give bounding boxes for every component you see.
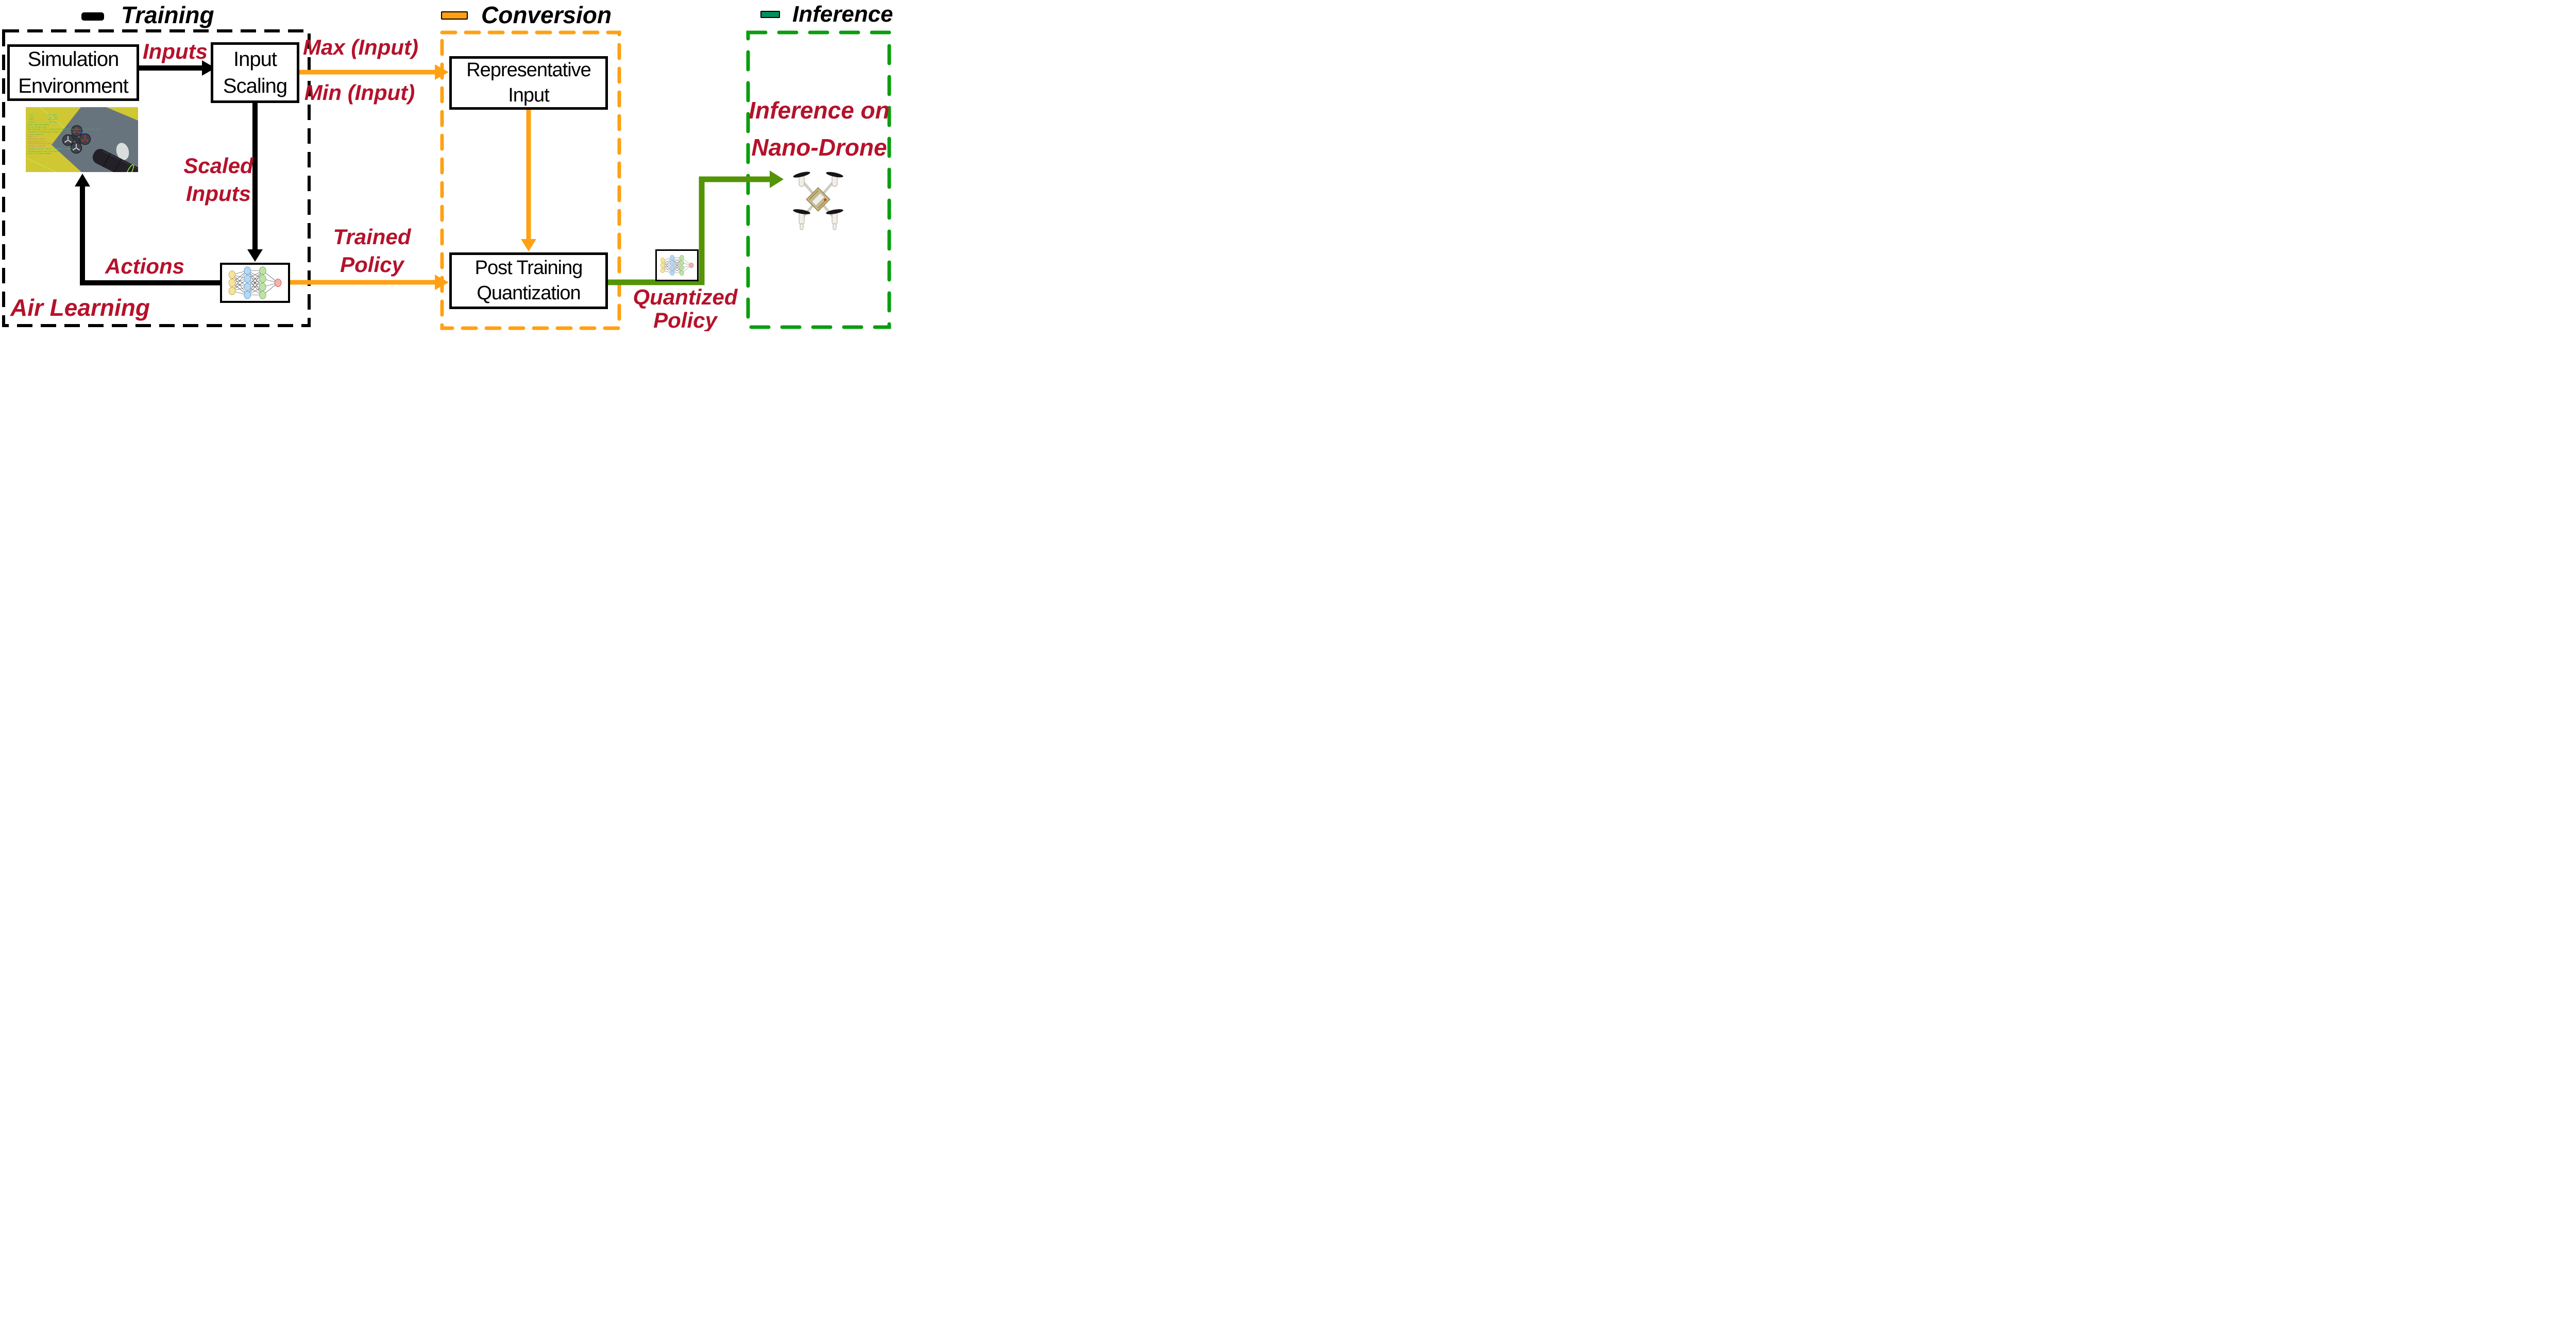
inference-on-label-line2: Nano-Drone [751,134,887,161]
sim-debug-line: mera: ExternalCamera [28,123,50,126]
sim-barrel-object [92,148,138,172]
inference-on-label-line1: Inference on [749,97,890,124]
sim-debug-line: teOfCharge:100.0 [28,138,45,141]
simulation-screenshot: _Cube--------------BP_Cube1_Cube1-------… [26,107,138,172]
training-region-border [2,29,311,327]
quantized-policy-label-line2: Policy [653,308,717,331]
inference-legend-label: Inference [792,2,892,27]
representative-input-box: Representative Input [449,56,608,110]
input-scaling-label-line1: Input [233,48,277,71]
quantized-policy-arrow [607,171,784,285]
drone-body [806,187,831,212]
conversion-legend-swatch [441,11,468,20]
drone-motors [799,175,838,230]
trained-policy-label-line1: Trained [333,225,411,249]
sim-debug-line: uestApiControl was successful [28,150,60,152]
sim-debug-line: _Cube--------------BP_Cube1 [28,114,57,116]
sim-debug-line: tage:11.1 [28,135,38,138]
sim-debug-line: ded settings from C:\Users\RTX-REDDI\Doc… [28,128,101,131]
sim-debug-line: ergyConsumed:0.0 [28,140,45,143]
post-training-quantization-box: Post Training Quantization [449,252,608,309]
simulation-environment-label-line2: Environment [18,75,129,97]
input-scaling-box: Input Scaling [211,42,299,103]
inputs-arrow [139,60,215,76]
quantized-network-graph [660,255,694,276]
quantized-policy-label-line1: Quantized [633,285,738,309]
representative-input-label-line2: Input [508,84,550,106]
sim-debug-line: htTime:32.907703 [28,145,45,148]
sim-debug-line: ss F1 to see help [28,126,46,128]
sim-debug-line: lision Count:0 [28,133,43,135]
simulation-environment-label-line1: Simulation [27,48,120,71]
sim-debug-line: tanceTravelled:31.287520 [28,143,54,145]
representative-input-arrow [521,110,536,251]
neural-network-graph [228,266,282,299]
sim-debug-overlay: _Cube--------------BP_Cube1_Cube1-------… [28,114,100,155]
sim-debug-line: icle is already armed [28,152,51,155]
trained-policy-arrow [289,275,449,290]
training-legend-swatch [81,12,104,21]
inputs-label: Inputs [143,39,208,63]
conversion-legend-label: Conversion [481,2,612,28]
input-scaling-label-line2: Scaling [223,75,287,97]
neural-network-icon [220,263,290,303]
air-learning-label: Air Learning [10,294,150,321]
nano-drone-image [791,161,845,238]
sim-floor [52,107,138,172]
simulation-environment-box: Simulation Environment [7,44,139,101]
sim-egg-object [116,143,129,160]
quantized-network-icon [655,249,699,281]
simulation-scene [26,107,138,172]
sim-debug-line: _Cube1--------------BP_Cube [28,116,57,118]
scaled-inputs-label-line2: Inputs [186,181,251,206]
sim-wall-seam [26,157,56,172]
drone-propellers [793,172,843,214]
ptq-label-line1: Post Training [474,257,583,279]
sim-debug-line: _Cube1--------------BP_Cube [28,121,57,124]
nano-drone-graphic [793,172,843,230]
inference-legend-swatch [760,11,780,18]
diagram-connectors [2,29,891,330]
sim-debug-line: lision#2 with BP_Arena_Meshes_C_0 - ObjI… [28,130,76,133]
actions-label: Actions [105,254,185,278]
ptq-label-line2: Quantization [477,282,581,304]
sim-drone [62,125,91,154]
trained-policy-label-line2: Policy [340,252,404,277]
representative-input-label-line1: Representative [466,59,591,81]
training-legend-label: Training [121,2,214,28]
scaled-inputs-arrow [247,103,263,262]
sim-debug-line: _Cube--------------BP_Cube1 [28,118,57,121]
minmax-arrow [298,64,449,80]
sim-debug-line: ckSpeed config, actual: 5.000000, 3.1553… [28,147,74,150]
max-input-label: Max (Input) [303,35,418,59]
scaled-inputs-label-line1: Scaled [183,154,253,178]
pipeline-diagram: Training Conversion Inference Simulation… [0,0,892,331]
actions-arrow [75,174,221,285]
min-input-label: Min (Input) [304,80,415,105]
